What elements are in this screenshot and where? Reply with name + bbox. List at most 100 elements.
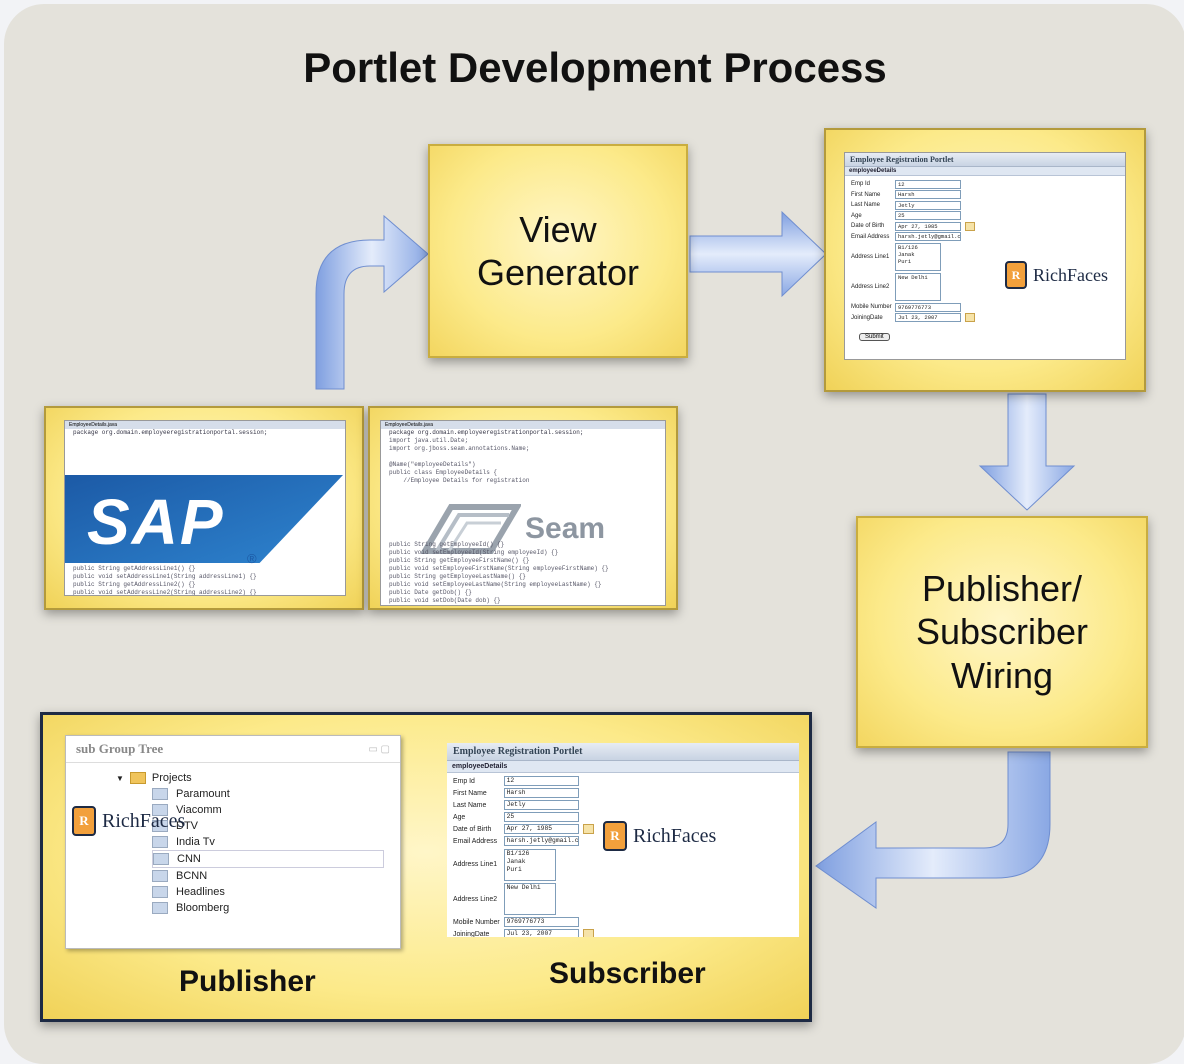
arrow-pubsub-to-subscriber (815, 751, 1051, 909)
sap-file-tab: EmployeeDetails.java (65, 421, 345, 429)
tree-item[interactable]: Viacomm (152, 802, 384, 818)
form-field-input[interactable]: 12 (895, 179, 961, 189)
form-field-input[interactable]: harsh.jetly@gmail.co (895, 232, 961, 242)
arrow-view-to-form (689, 210, 827, 298)
view-generator-box: View Generator (428, 144, 688, 358)
tree-item[interactable]: CNN (152, 850, 384, 868)
form-field-input[interactable]: harsh.jetly@gmail.co (503, 836, 579, 847)
form-field-input[interactable]: Apr 27, 1985 (503, 824, 579, 835)
sap-screen: EmployeeDetails.java package org.domain.… (64, 420, 346, 596)
form-field-input[interactable]: Jul 23, 2007 (503, 929, 579, 937)
pubsub-line-2: Subscriber (915, 611, 1089, 653)
tree-item[interactable]: BCNN (152, 868, 384, 884)
form-field-input[interactable]: New Delhi (895, 273, 941, 301)
form-field-input[interactable]: 9769776773 (895, 302, 961, 312)
form-field-input[interactable]: Jul 23, 2007 (895, 313, 961, 323)
form-field-input[interactable]: 25 (895, 211, 961, 221)
tree-item[interactable]: Bloomberg (152, 900, 384, 916)
form-field-label: Address Line1 (851, 254, 890, 260)
form-field-input[interactable]: Harsh (503, 788, 579, 799)
submit-button[interactable]: Submit (859, 333, 890, 341)
calendar-icon[interactable] (965, 221, 975, 231)
seam-logo: Seam (421, 501, 605, 557)
form-row: Email Address harsh.jetly@gmail.co (845, 232, 1125, 243)
form-row: Date of Birth Apr 27, 1985 (845, 221, 1125, 232)
tree-expand-icon[interactable]: ▼ (116, 773, 124, 783)
seam-logo-text: Seam (525, 512, 606, 545)
richfaces-icon: R (603, 821, 627, 851)
calendar-icon[interactable] (965, 313, 975, 323)
form-field-input[interactable]: 9769776773 (503, 917, 579, 928)
node-icon (152, 804, 168, 816)
tree-item-label: DTV (176, 820, 198, 832)
form-row: Emp Id 12 (447, 775, 799, 787)
tree-window-icons[interactable]: ▭ ▢ (368, 743, 390, 755)
form-field-input[interactable]: New Delhi (503, 883, 556, 916)
calendar-icon[interactable] (582, 929, 595, 937)
seam-frame: EmployeeDetails.java package org.domain.… (368, 406, 678, 610)
form-field-input[interactable]: 25 (503, 812, 579, 823)
form-field-input[interactable]: B1/126 Janak Puri (895, 243, 941, 271)
form-field-label: Address Line2 (851, 284, 890, 290)
sap-code-lines: public String getAddressLine1() {} publi… (73, 565, 257, 596)
node-icon (152, 820, 168, 832)
form-field-label: Emp Id (453, 777, 475, 785)
employee-form-frame: Employee Registration Portlet employeeDe… (824, 128, 1146, 392)
tree-item[interactable]: India Tv (152, 834, 384, 850)
seam-code-lines: public String getEmployeeId() {} public … (389, 541, 609, 604)
form-field-label: Mobile Number (453, 918, 500, 926)
form-field-label: Date of Birth (851, 223, 885, 230)
node-icon (152, 886, 168, 898)
form-field-label: Last Name (453, 801, 487, 809)
subscriber-form-screen: Employee Registration Portlet employeeDe… (447, 743, 799, 937)
form-field-label: Email Address (453, 837, 498, 845)
form-field-label: Age (851, 212, 862, 219)
tree-item[interactable]: DTV (152, 818, 384, 834)
seam-logo-mark (421, 504, 521, 554)
view-generator-line-2: Generator (476, 252, 640, 293)
tree-item[interactable]: Paramount (152, 786, 384, 802)
sap-logo: SAP (65, 475, 343, 563)
form-row: Email Address harsh.jetly@gmail.co (447, 835, 799, 847)
richfaces-brand: RichFaces (633, 824, 717, 847)
arrow-form-to-pubsub (978, 393, 1076, 511)
arrow-sap-to-view (315, 214, 429, 390)
form-field-input[interactable]: Harsh (895, 190, 961, 200)
form-title: Employee Registration Portlet (447, 743, 799, 761)
richfaces-icon: R (1005, 261, 1027, 289)
publisher-label: Publisher (179, 965, 316, 998)
form-field-input[interactable]: B1/126 Janak Puri (503, 848, 556, 881)
form-title: Employee Registration Portlet (845, 153, 1125, 167)
richfaces-brand: RichFaces (1033, 264, 1108, 285)
view-generator-line-1: View (519, 208, 597, 250)
folder-icon (129, 772, 146, 784)
tree-item[interactable]: Headlines (152, 884, 384, 900)
tree-root[interactable]: ▼ Projects (116, 770, 384, 786)
tree-item-label: BCNN (176, 870, 208, 882)
calendar-icon[interactable] (582, 824, 595, 835)
form-field-label: Email Address (851, 233, 890, 240)
tree-root-label: Projects (151, 772, 192, 784)
form-row: Last Name Jetly (447, 799, 799, 811)
subscriber-label: Subscriber (549, 957, 706, 990)
form-field-input[interactable]: Jetly (503, 800, 579, 811)
form-field-input[interactable]: Jetly (895, 200, 961, 210)
form-row: Address Line2 New Delhi (845, 272, 1125, 302)
sap-registered: ® (247, 551, 257, 566)
form-field-input[interactable]: 12 (503, 776, 579, 787)
form-field-input[interactable]: Apr 27, 1985 (895, 221, 961, 231)
seam-screen: EmployeeDetails.java package org.domain.… (380, 420, 666, 606)
